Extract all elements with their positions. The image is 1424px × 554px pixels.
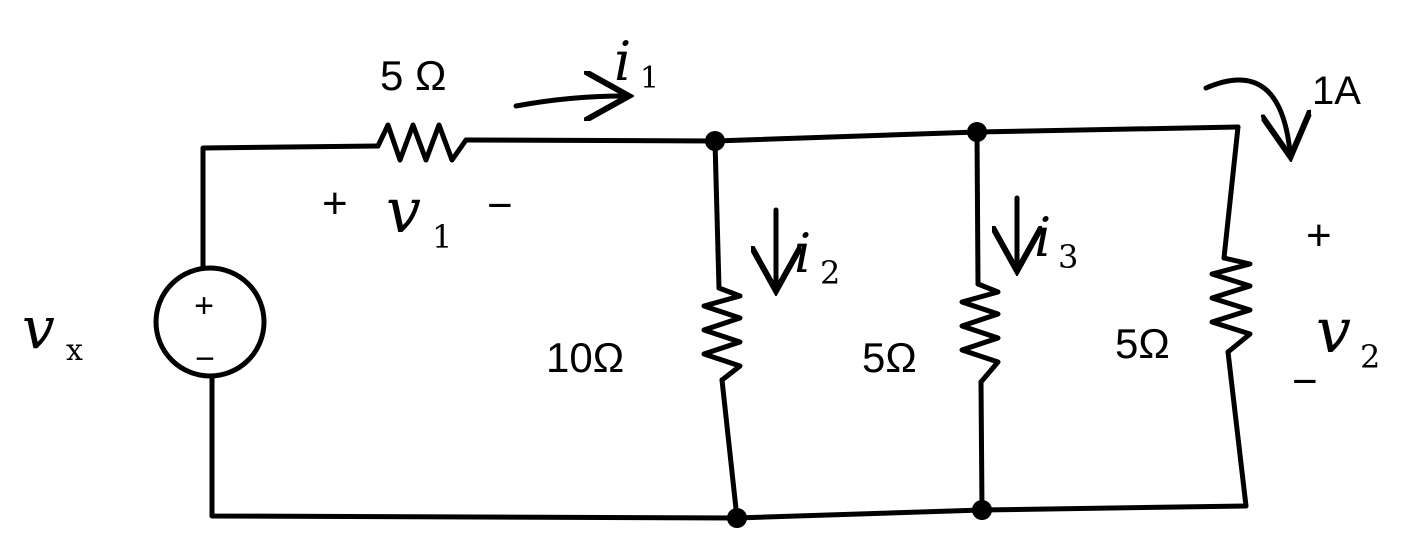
v1-minus-sign: − bbox=[487, 181, 513, 230]
resistor-5-right bbox=[1209, 255, 1253, 355]
node-top-5-mid bbox=[967, 122, 987, 142]
v2-label: v bbox=[1316, 294, 1351, 367]
label-i1-sub: 1 bbox=[640, 61, 659, 96]
node-top-10 bbox=[705, 131, 725, 151]
nodes bbox=[705, 122, 992, 528]
wire-top bbox=[463, 124, 1241, 144]
v2-minus-sign: − bbox=[1292, 357, 1318, 406]
source-plus-sign: + bbox=[194, 287, 214, 325]
v1-label: v bbox=[386, 174, 421, 247]
wire-branch-5-right bbox=[1221, 124, 1249, 509]
wire-branch-5-mid bbox=[974, 129, 985, 513]
label-source-voltage-sub: x bbox=[66, 333, 83, 368]
label-source-voltage: v bbox=[22, 294, 55, 362]
label-i2: i bbox=[794, 222, 811, 285]
label-resistor-5-middle: 5Ω bbox=[862, 334, 917, 381]
label-source-current: 1A bbox=[1312, 69, 1361, 113]
label-resistor-series: 5 Ω bbox=[380, 52, 446, 99]
arrow-i1 bbox=[513, 96, 624, 106]
label-i3: i bbox=[1034, 206, 1051, 269]
v2-plus-sign: + bbox=[1306, 211, 1332, 260]
arrow-source-current bbox=[1203, 77, 1290, 152]
label-resistor-5-right: 5Ω bbox=[1115, 320, 1170, 367]
wire-left-top bbox=[200, 143, 381, 271]
wire-branch-10 bbox=[712, 138, 740, 521]
v2-label-sub: 2 bbox=[1360, 338, 1380, 376]
resistor-5-middle bbox=[959, 281, 1001, 385]
label-i2-sub: 2 bbox=[820, 254, 840, 292]
node-bottom-5-mid bbox=[972, 500, 992, 520]
v1-plus-sign: + bbox=[322, 179, 348, 228]
v1-label-sub: 1 bbox=[432, 218, 452, 256]
label-i3-sub: 3 bbox=[1058, 238, 1078, 276]
node-bottom-10 bbox=[727, 508, 747, 528]
resistor-series-5 bbox=[375, 122, 469, 163]
voltage-source bbox=[153, 265, 267, 379]
source-minus-sign: − bbox=[195, 340, 215, 378]
label-i1: i bbox=[614, 30, 631, 93]
resistor-10 bbox=[701, 285, 743, 383]
label-resistor-10: 10Ω bbox=[546, 334, 624, 381]
